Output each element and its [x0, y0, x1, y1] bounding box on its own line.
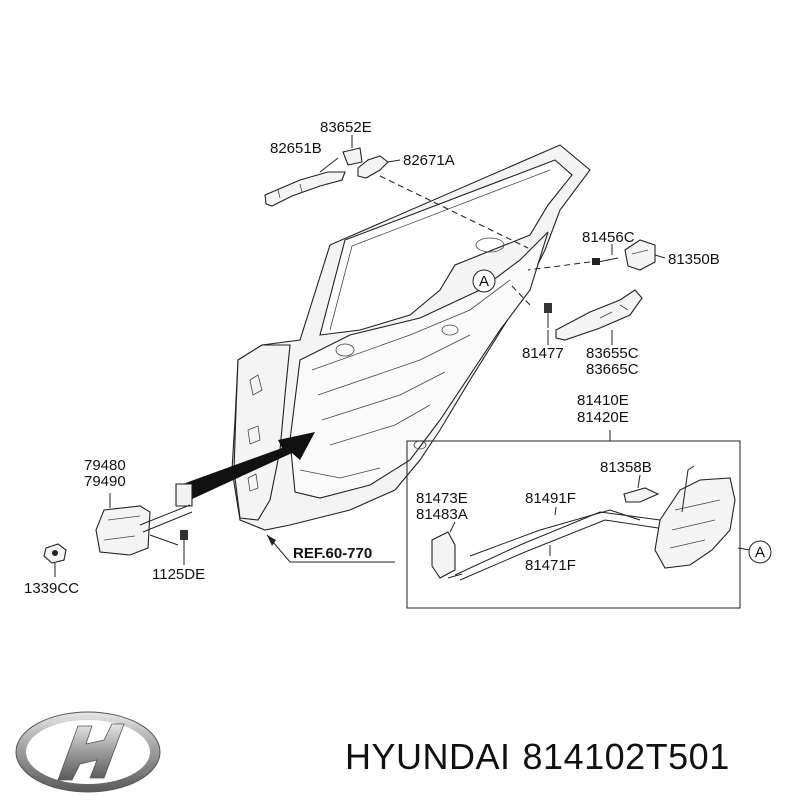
callout-a-latch-text: A [755, 544, 765, 561]
part-number: 814102T501 [522, 736, 730, 777]
part-inside-handle [555, 289, 643, 341]
part-striker [592, 239, 656, 271]
callout-a-door: A [472, 269, 496, 293]
door-panel [231, 144, 591, 531]
callout-a-text: A [479, 273, 489, 290]
label-81456C: 81456C [582, 229, 635, 246]
label-81471F: 81471F [525, 557, 576, 574]
label-81410E: 81410E [577, 392, 629, 409]
label-83665C: 83665C [586, 361, 639, 378]
label-81420E: 81420E [577, 409, 629, 426]
label-81358B: 81358B [600, 459, 652, 476]
label-81350B: 81350B [668, 251, 720, 268]
label-81491F: 81491F [525, 490, 576, 507]
part-82671A [357, 155, 389, 179]
label-ref: REF.60-770 [293, 545, 372, 562]
label-79480: 79480 [84, 457, 126, 474]
hyundai-logo [15, 711, 161, 793]
part-screw-81477 [544, 303, 552, 328]
part-outside-handle [264, 171, 346, 207]
checker-arrow [180, 432, 315, 500]
brand-name: HYUNDAI [345, 736, 511, 777]
label-83652E: 83652E [320, 119, 372, 136]
label-83655C: 83655C [586, 345, 639, 362]
label-1125DE: 1125DE [152, 566, 205, 583]
label-82651B: 82651B [270, 140, 322, 157]
label-82671A: 82671A [403, 152, 455, 169]
brand-caption: HYUNDAI 814102T501 [345, 736, 742, 778]
label-81473E: 81473E [416, 490, 468, 507]
latch-assembly-box: A [406, 440, 772, 609]
label-81483A: 81483A [416, 506, 468, 523]
part-door-checker [43, 483, 193, 564]
label-81477: 81477 [522, 345, 564, 362]
label-1339CC: 1339CC [24, 580, 79, 597]
label-79490: 79490 [84, 473, 126, 490]
part-83652E [342, 147, 363, 166]
